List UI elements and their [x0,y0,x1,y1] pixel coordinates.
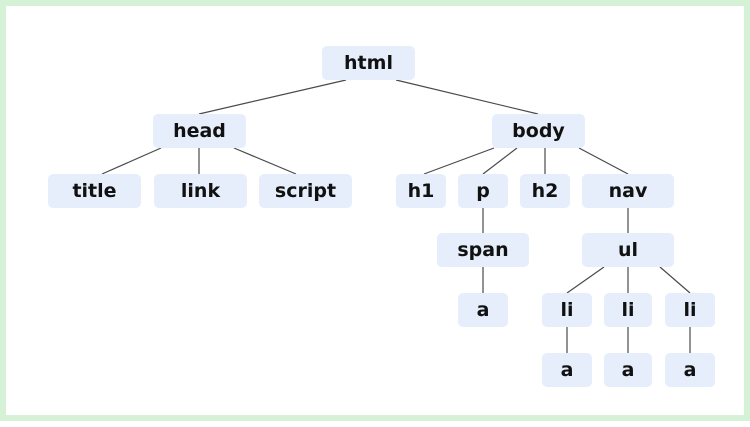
edge-html-body [395,79,539,115]
node-li-2-a: a [604,353,652,387]
edge-ul-li1 [566,266,605,294]
node-link: link [154,174,247,208]
edge-ul-li3 [659,266,691,294]
node-span: span [437,233,529,267]
node-head: head [153,114,246,148]
tree-edges [101,79,691,353]
node-nav: nav [582,174,674,208]
node-li-3-a: a [665,353,715,387]
edge-body-nav [578,147,629,175]
edge-body-h1 [423,147,495,175]
node-li-1: li [542,293,592,327]
node-html: html [322,46,415,80]
node-h1: h1 [396,174,446,208]
edge-head-script [233,147,297,175]
node-h2: h2 [520,174,570,208]
node-li-1-a: a [542,353,592,387]
node-ul: ul [582,233,674,267]
edge-html-head [198,79,347,115]
node-title: title [48,174,141,208]
node-span-a: a [458,293,508,327]
node-script: script [259,174,352,208]
node-p: p [458,174,508,208]
edge-body-p [482,147,518,175]
node-li-2: li [604,293,652,327]
node-li-3: li [665,293,715,327]
edge-head-title [101,147,162,175]
node-body: body [492,114,585,148]
